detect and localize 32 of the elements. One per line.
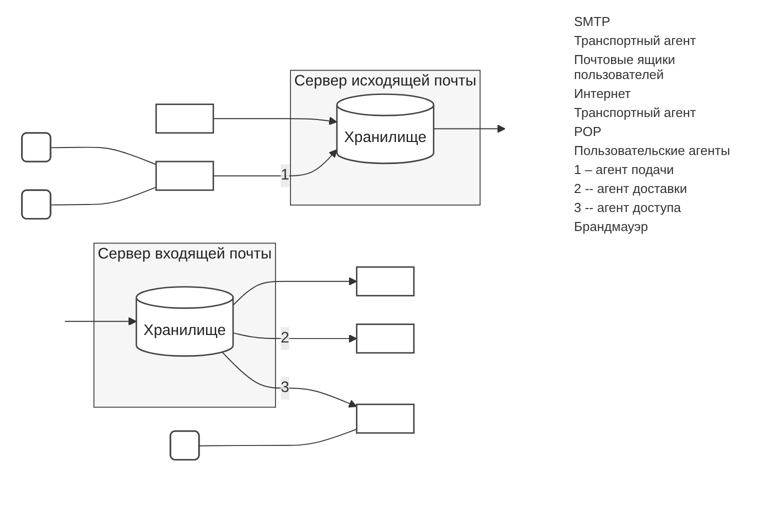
edge-label: 1 xyxy=(280,167,290,184)
arrow xyxy=(232,277,358,306)
arrow xyxy=(64,317,137,326)
note-text: Брандмауэр xyxy=(574,219,649,234)
note-text: Транспортный агент xyxy=(574,33,697,48)
connector xyxy=(199,428,358,446)
node-box xyxy=(356,324,415,354)
arrow xyxy=(433,124,506,133)
note-text: Почтовые ящики пользователей xyxy=(574,52,676,82)
arrow xyxy=(212,149,338,176)
note-text: SMTP xyxy=(574,14,612,29)
note-text: POP xyxy=(574,124,602,139)
cluster xyxy=(93,242,276,408)
connector xyxy=(50,186,157,206)
arrow xyxy=(222,352,358,408)
edge-label: 3 xyxy=(280,380,290,396)
node-box xyxy=(155,160,214,191)
cluster xyxy=(290,70,481,206)
note-text: Интернет xyxy=(574,86,632,101)
node-box xyxy=(356,404,415,434)
arrow xyxy=(212,116,338,126)
note-text: Пользовательские агенты xyxy=(574,143,732,158)
connector xyxy=(50,146,157,165)
note-text: 2 -- агент доставки xyxy=(574,181,688,196)
node-box xyxy=(356,266,415,296)
note-text: 3 -- агент доступа xyxy=(574,200,682,215)
mail-flow-diagram: Сервер входящей почты Сервер исходящей почты 1 2 3 Хранилище Хранилище xyxy=(0,0,570,530)
edge-label: 2 xyxy=(280,330,290,346)
note-text: 1 – агент подачи xyxy=(574,162,675,177)
arrow xyxy=(232,332,358,343)
node-box xyxy=(155,104,214,134)
note-text: Транспортный агент xyxy=(574,105,697,120)
